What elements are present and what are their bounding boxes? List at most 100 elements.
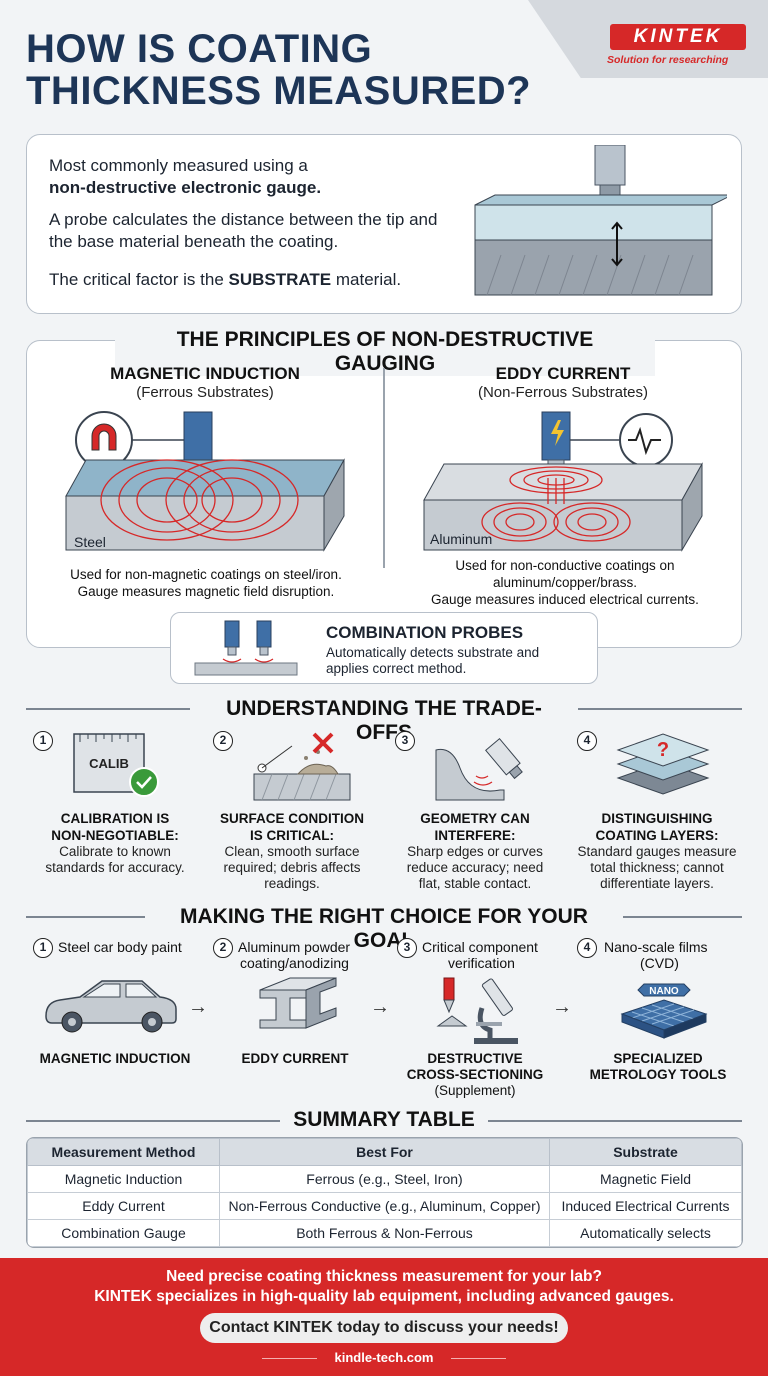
magnetic-induction-title: MAGNETIC INDUCTION <box>110 364 300 383</box>
tradeoff-2-desc-a: Clean, smooth surface <box>224 844 360 859</box>
eddy-current-subtitle: (Non-Ferrous Substrates) <box>477 384 649 401</box>
tradeoff-number-2: 2 <box>213 731 233 751</box>
magnetic-caption-2: Gauge measures magnetic field disruption… <box>77 584 335 599</box>
tradeoff-1-title-a: CALIBRATION IS <box>60 811 170 826</box>
dual-probe-icon <box>194 620 298 676</box>
goal-number-4: 4 <box>577 938 597 958</box>
goal-3-label-a: Critical component <box>422 939 538 955</box>
tradeoff-title-2: SURFACE CONDITION IS CRITICAL: <box>202 810 382 844</box>
tradeoff-desc-1: Calibrate to known standards for accurac… <box>25 844 205 876</box>
tradeoff-1-desc-b: standards for accuracy. <box>45 860 185 875</box>
page-title: HOW IS COATING THICKNESS MEASURED? <box>26 28 586 112</box>
tradeoff-2-title-a: SURFACE CONDITION <box>219 811 364 826</box>
goal-label-3: Critical component verification <box>422 939 572 971</box>
title-line-2: THICKNESS MEASURED? <box>26 69 532 113</box>
calib-icon-text: CALIB <box>89 756 129 771</box>
curved-surface-icon <box>435 738 523 801</box>
tradeoff-desc-3: Sharp edges or curves reduce accuracy; n… <box>385 844 565 892</box>
intro-text-3: The critical factor is the SUBSTRATE mat… <box>49 269 469 291</box>
goal-3-label-b: verification <box>448 955 515 971</box>
tradeoff-desc-4: Standard gauges measure total thickness;… <box>567 844 747 892</box>
tradeoff-number-3: 3 <box>395 731 415 751</box>
tradeoff-3-desc-b: reduce accuracy; need <box>406 860 544 875</box>
tradeoffs-grid: 1 CALIB CALIBRATION IS NON-NEGOTIABLE: C… <box>0 726 768 896</box>
arrow-right-icon: → <box>370 996 390 1018</box>
combination-probes-box: COMBINATION PROBES Automatically detects… <box>170 612 598 684</box>
intro-text-3-suffix: material. <box>331 270 402 289</box>
magnetic-caption-1: Used for non-magnetic coatings on steel/… <box>70 567 342 582</box>
combination-desc-1: Automatically detects substrate and <box>326 645 540 660</box>
footer-line-2: KINTEK specializes in high-quality lab e… <box>94 1288 674 1305</box>
goal-3-result-a: DESTRUCTIVE <box>427 1051 523 1066</box>
goal-result-4: SPECIALIZED METROLOGY TOOLS <box>568 1051 748 1083</box>
combination-desc-2: applies correct method. <box>326 661 467 676</box>
column-header: Best For <box>219 1138 550 1166</box>
goal-3-result-b: CROSS-SECTIONING <box>406 1067 544 1082</box>
tradeoff-1-desc-a: Calibrate to known <box>59 844 171 859</box>
magnetic-induction-illustration <box>65 411 345 552</box>
table-cell: Automatically selects <box>549 1219 742 1247</box>
goal-4-result-a: SPECIALIZED <box>613 1051 703 1066</box>
arrow-right-icon: → <box>188 996 208 1018</box>
combination-probes-desc: Automatically detects substrate and appl… <box>326 645 539 677</box>
table-cell: Induced Electrical Currents <box>549 1192 742 1220</box>
eddy-current-caption: Used for non-conductive coatings on alum… <box>400 557 730 608</box>
goal-2-result-a: EDDY CURRENT <box>241 1051 349 1066</box>
footer-divider-right <box>451 1358 506 1359</box>
table-cell: Magnetic Induction <box>27 1165 220 1193</box>
arrow-right-icon: → <box>552 996 572 1018</box>
eddy-current-title: EDDY CURRENT <box>495 364 631 383</box>
goal-4-label-a: Nano-scale films <box>604 939 708 955</box>
goal-label-4: Nano-scale films (CVD) <box>604 939 754 971</box>
car-icon <box>45 980 177 1033</box>
nano-icon-text: NANO <box>649 986 679 997</box>
footer-divider-left <box>262 1358 317 1359</box>
tradeoff-title-3: GEOMETRY CAN INTERFERE: <box>385 810 565 844</box>
tradeoff-2-desc-b: required; debris affects <box>223 860 361 875</box>
probe-cross-section-illustration <box>474 145 727 296</box>
contact-cta-button[interactable]: Contact KINTEK today to discuss your nee… <box>200 1313 568 1343</box>
eddy-caption-3: Gauge measures induced electrical curren… <box>431 592 699 607</box>
eddy-caption-1: Used for non-conductive coatings on <box>455 558 675 573</box>
aluminum-beam-icon <box>259 977 337 1029</box>
steel-label: Steel <box>74 534 106 550</box>
website-link[interactable]: kindle-tech.com <box>334 1350 434 1365</box>
intro-substrate-emphasis: SUBSTRATE <box>228 270 332 289</box>
magnetic-induction-caption: Used for non-magnetic coatings on steel/… <box>40 566 372 600</box>
tradeoff-3-desc-a: Sharp edges or curves <box>407 844 543 859</box>
tradeoff-4-title-a: DISTINGUISHING <box>601 811 713 826</box>
tradeoff-number-1: 1 <box>33 731 53 751</box>
footer-line-1: Need precise coating thickness measureme… <box>166 1268 602 1285</box>
nano-film-icon: NANO <box>620 983 708 1039</box>
tradeoff-1-title-b: NON-NEGOTIABLE: <box>51 828 179 843</box>
summary-heading: SUMMARY TABLE <box>280 1108 488 1132</box>
tradeoffs-heading: UNDERSTANDING THE TRADE-OFFS <box>190 697 578 745</box>
svg-text:?: ? <box>657 739 669 761</box>
goal-number-2: 2 <box>213 938 233 958</box>
eddy-caption-2: aluminum/copper/brass. <box>492 575 638 590</box>
tradeoff-3-title-b: INTERFERE: <box>434 828 516 843</box>
goal-4-label-b: (CVD) <box>640 955 679 971</box>
magnetic-induction-subtitle: (Ferrous Substrates) <box>136 384 274 401</box>
table-cell: Eddy Current <box>27 1192 220 1220</box>
goal-label-2: Aluminum powder coating/anodizing <box>238 939 388 971</box>
tradeoff-3-title-a: GEOMETRY CAN <box>420 811 530 826</box>
intro-line-2: non-destructive electronic gauge. <box>49 178 322 197</box>
table-cell: Non-Ferrous Conductive (e.g., Aluminum, … <box>219 1192 550 1220</box>
table-cell: Ferrous (e.g., Steel, Iron) <box>219 1165 550 1193</box>
goal-3-result-c: (Supplement) <box>434 1083 516 1098</box>
intro-panel: Most commonly measured using a non-destr… <box>26 134 742 314</box>
goal-number-3: 3 <box>397 938 417 958</box>
tradeoff-3-desc-c: flat, stable contact. <box>418 876 532 891</box>
tradeoff-title-4: DISTINGUISHING COATING LAYERS: <box>567 810 747 844</box>
table-cell: Combination Gauge <box>27 1219 220 1247</box>
tradeoff-number-4: 4 <box>577 731 597 751</box>
intro-text-2: A probe calculates the distance between … <box>49 210 438 251</box>
goal-2-label-a: Aluminum powder <box>238 939 351 955</box>
goal-number-1: 1 <box>33 938 53 958</box>
tradeoff-2-desc-c: readings. <box>264 876 320 891</box>
kintek-logo[interactable]: KINTEK <box>610 24 746 50</box>
goal-result-2: EDDY CURRENT <box>205 1051 385 1067</box>
combination-probes-title: COMBINATION PROBES <box>326 623 524 642</box>
eddy-current-illustration <box>423 411 703 552</box>
